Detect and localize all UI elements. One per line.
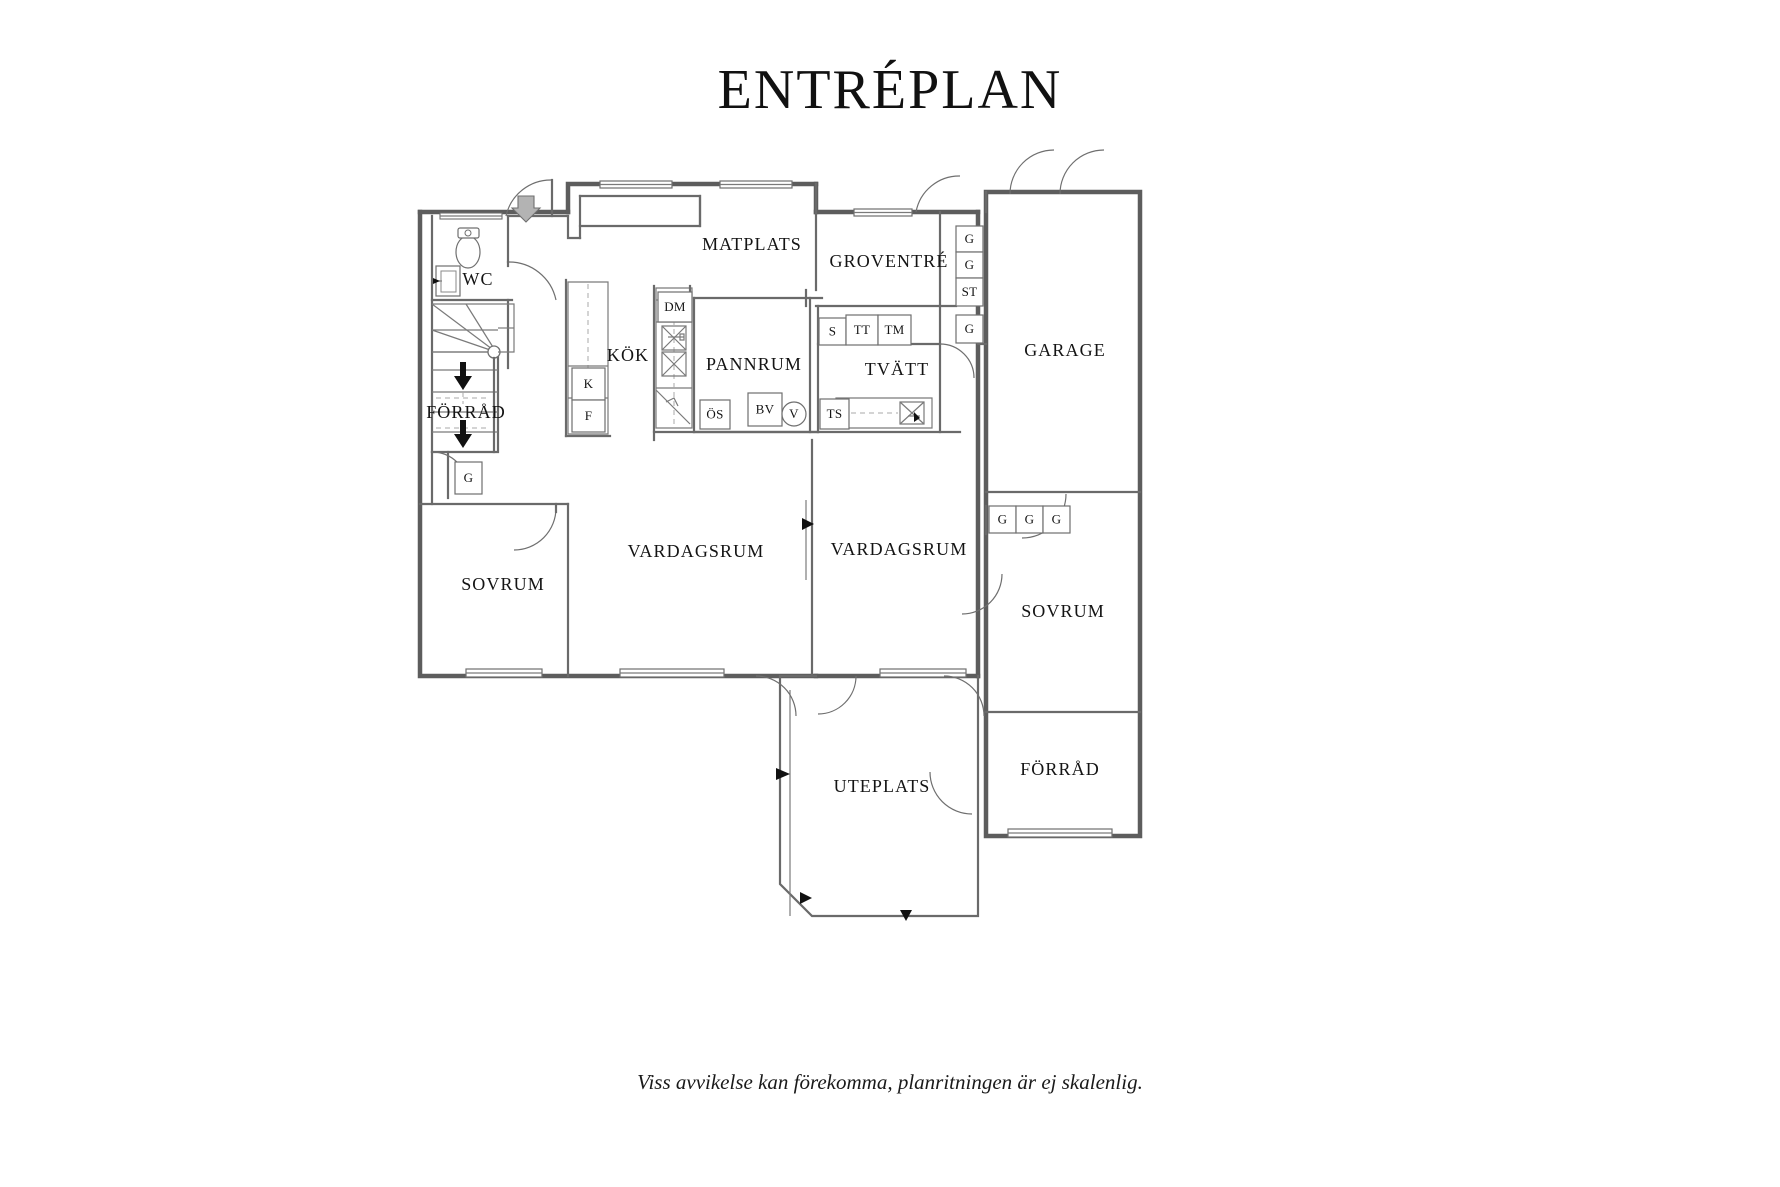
room-label-matplats: MATPLATS bbox=[702, 234, 802, 254]
footer-note: Viss avvikelse kan förekomma, planritnin… bbox=[637, 1070, 1143, 1094]
fixture-g-hall: G bbox=[454, 461, 483, 495]
fixture-box-tm bbox=[877, 314, 912, 346]
fixture-box-kyl bbox=[571, 367, 606, 401]
exterior-walls bbox=[417, 181, 1143, 918]
fixture-label-g-hall: G bbox=[464, 470, 474, 485]
fixture-g-mid-1: G bbox=[988, 505, 1017, 534]
fixture-box-ts bbox=[819, 398, 850, 430]
fixture-label-g-top-1: G bbox=[965, 231, 975, 246]
fixture-frys: F bbox=[571, 399, 606, 433]
fixture-box-g-top-3 bbox=[955, 314, 984, 344]
fixture-label-g-mid-2: G bbox=[1025, 511, 1035, 526]
fixture-box-frys bbox=[571, 399, 606, 433]
utility-details bbox=[835, 397, 933, 429]
page-title: ENTRÉPLAN bbox=[717, 59, 1063, 121]
fixture-g-mid-2: G bbox=[1015, 505, 1044, 534]
fixture-label-frys: F bbox=[585, 408, 593, 423]
room-label-tvatt: TVÄTT bbox=[865, 359, 929, 379]
room-label-pannrum: PANNRUM bbox=[706, 354, 802, 374]
fixture-st: ST bbox=[955, 277, 984, 307]
interior-walls bbox=[418, 182, 1142, 916]
fixture-label-bv: BV bbox=[756, 401, 775, 416]
fixture-g-top-1: G bbox=[955, 225, 984, 253]
room-label-wc: WC bbox=[462, 269, 493, 289]
room-label-garage: GARAGE bbox=[1024, 340, 1106, 360]
room-label-vardagsrum-vanster: VARDAGSRUM bbox=[628, 541, 765, 561]
fixture-tt: TT bbox=[845, 314, 879, 346]
symbol-label-v-circle: V bbox=[789, 406, 799, 421]
fixture-box-os bbox=[699, 399, 731, 430]
windows bbox=[439, 180, 1113, 838]
room-labels: MATPLATS GROVENTRÉ GARAGE WC KÖK PANNRUM TVÄTT… bbox=[426, 234, 1106, 796]
fixture-label-g-top-3: G bbox=[965, 321, 975, 336]
fixture-label-tt: TT bbox=[854, 322, 870, 337]
entry-arrow-icon bbox=[510, 195, 542, 223]
fixture-box-g-top-2 bbox=[955, 251, 984, 279]
room-label-vardagsrum-hoger: VARDAGSRUM bbox=[831, 539, 968, 559]
fixture-dm: DM bbox=[657, 291, 693, 323]
fixture-label-ts: TS bbox=[827, 406, 843, 421]
room-label-groventre: GROVENTRÉ bbox=[830, 250, 949, 271]
fixture-box-bv bbox=[747, 392, 783, 427]
symbol-circle-v-circle bbox=[781, 401, 807, 427]
toilet-icon bbox=[455, 235, 481, 269]
door-markers bbox=[776, 518, 912, 921]
room-label-uteplats: UTEPLATS bbox=[834, 776, 931, 796]
fixture-g-top-3: G bbox=[955, 314, 984, 344]
room-label-forrad-trappa: FÖRRÅD bbox=[426, 402, 506, 422]
wc-fixtures bbox=[432, 227, 481, 297]
fixture-g-top-2: G bbox=[955, 251, 984, 279]
fixture-label-st: ST bbox=[962, 284, 978, 299]
fixture-tm: TM bbox=[877, 314, 912, 346]
fixture-os: ÖS bbox=[699, 399, 731, 430]
fixture-bv: BV bbox=[747, 392, 783, 427]
fixture-label-dm: DM bbox=[664, 299, 686, 314]
fixture-label-g-top-2: G bbox=[965, 257, 975, 272]
fixture-box-dm bbox=[657, 291, 693, 323]
fixture-label-tm: TM bbox=[884, 322, 904, 337]
fixture-g-mid-3: G bbox=[1042, 505, 1071, 534]
staircase bbox=[431, 303, 515, 454]
room-label-sovrum-vanster: SOVRUM bbox=[461, 574, 545, 594]
symbols: V bbox=[781, 401, 807, 427]
fixture-s: S bbox=[818, 317, 847, 346]
symbol-v-circle: V bbox=[781, 401, 807, 427]
fixture-ts: TS bbox=[819, 398, 850, 430]
fixture-label-os: ÖS bbox=[706, 406, 723, 421]
fixture-box-g-top-1 bbox=[955, 225, 984, 253]
fixture-label-s: S bbox=[829, 323, 837, 338]
fixture-label-g-mid-1: G bbox=[998, 511, 1008, 526]
fixture-kyl: K bbox=[571, 367, 606, 401]
fixture-box-g-mid-1 bbox=[988, 505, 1017, 534]
fixture-label-kyl: K bbox=[584, 376, 594, 391]
room-label-kok: KÖK bbox=[607, 345, 649, 365]
room-label-forrad-hoger: FÖRRÅD bbox=[1020, 759, 1100, 779]
room-label-sovrum-hoger: SOVRUM bbox=[1021, 601, 1105, 621]
fixture-box-g-mid-3 bbox=[1042, 505, 1071, 534]
fixture-label-g-mid-3: G bbox=[1052, 511, 1062, 526]
fixture-box-g-hall bbox=[454, 461, 483, 495]
fixture-box-st bbox=[955, 277, 984, 307]
